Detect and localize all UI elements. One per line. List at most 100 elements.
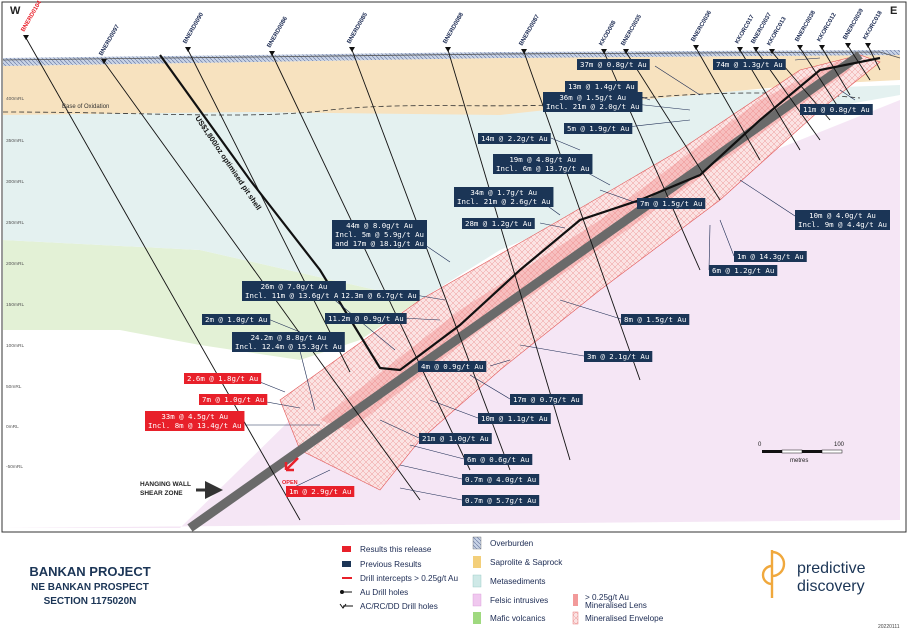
intercept-text: Incl. 11m @ 13.6g/t Au	[245, 291, 343, 300]
intercept-text: 0.7m @ 5.7g/t Au	[465, 496, 536, 505]
legend-saprolite-swatch	[473, 556, 481, 568]
intercept-text: and 17m @ 18.1g/t Au	[335, 239, 424, 248]
legend: Results this release Previous Results Dr…	[339, 536, 664, 625]
base-of-oxidation-line	[2, 92, 861, 116]
shear-zone-label-2: SHEAR ZONE	[140, 490, 183, 497]
west-label: W	[10, 5, 21, 17]
intercept-text: Incl. 8m @ 13.4g/t Au	[148, 421, 241, 430]
intercept-label: 1m @ 2.9g/t Au	[286, 486, 355, 497]
leader-line	[599, 189, 638, 204]
intercept-label: 8m @ 1.5g/t Au	[621, 314, 690, 325]
legend-ac-rc-dd-holes: AC/RC/DD Drill holes	[360, 602, 438, 611]
legend-au-hole-icon	[340, 590, 352, 594]
legend-previous-results: Previous Results	[360, 560, 421, 569]
elevation-label: 250mRL	[6, 220, 24, 226]
leader-line	[424, 244, 451, 263]
intercept-text: 36m @ 1.5g/t Au	[559, 93, 626, 102]
company-logo: predictive discovery	[761, 550, 866, 598]
drill-hole-trace	[799, 47, 841, 111]
collar-icon	[101, 59, 107, 64]
elevation-label: 100mRL	[6, 343, 24, 349]
elevation-label: -50mRL	[6, 464, 23, 470]
drill-hole-trace	[187, 49, 351, 373]
intercept-text: 11.2m @ 0.9g/t Au	[328, 314, 404, 323]
legend-drill-intercepts: Drill intercepts > 0.25g/t Au	[360, 574, 459, 583]
intercept-label: 3m @ 2.1g/t Au	[584, 351, 653, 362]
drill-hole-trace	[625, 51, 721, 201]
intercept-text: 34m @ 1.7g/t Au	[470, 188, 537, 197]
drill-hole-trace	[447, 49, 571, 461]
intercept-label: 7m @ 1.0g/t Au	[199, 394, 268, 405]
intercept-text: 12.3m @ 6.7g/t Au	[341, 291, 417, 300]
intercept-text: 10m @ 4.0g/t Au	[809, 211, 876, 220]
intercept-text: 3m @ 2.1g/t Au	[587, 352, 649, 361]
intercept-label: 17m @ 0.7g/t Au	[510, 394, 583, 405]
intercept-label: 74m @ 1.3g/t Au	[713, 59, 786, 70]
intercept-label: 2m @ 1.0g/t Au	[202, 314, 271, 325]
drill-hole-trace	[25, 37, 301, 521]
saprolite-zone	[3, 55, 900, 115]
leader-line	[429, 399, 479, 419]
legend-lens-line-1: > 0.25g/t Au	[585, 593, 629, 602]
intercept-label: 7m @ 1.5g/t Au	[637, 198, 706, 209]
title-line-1: BANKAN PROJECT	[29, 564, 150, 579]
intercept-label: 0.7m @ 5.7g/t Au	[462, 495, 540, 506]
intercept-text: 5m @ 1.9g/t Au	[567, 124, 629, 133]
date-code: 20220111	[878, 624, 900, 630]
intercept-text: 10m @ 1.1g/t Au	[481, 414, 548, 423]
legend-mafic: Mafic volcanics	[490, 614, 546, 623]
collar-icon	[865, 43, 871, 48]
intercept-text: 74m @ 1.3g/t Au	[716, 60, 783, 69]
title-line-3: SECTION 1175020N	[44, 596, 137, 607]
intercept-text: Incl. 21m @ 2.0g/t Au	[546, 102, 639, 111]
intercept-text: Incl. 5m @ 5.9g/t Au	[335, 230, 424, 239]
intercept-text: Incl. 9m @ 4.4g/t Au	[798, 220, 887, 229]
intercept-label: 28m @ 1.2g/t Au	[462, 218, 535, 229]
collar-icon	[737, 47, 743, 52]
shear-zone-band	[187, 51, 863, 532]
legend-overburden-swatch	[472, 536, 482, 550]
collar-icon	[445, 47, 451, 52]
leader-line	[708, 224, 711, 271]
leader-line	[469, 374, 511, 400]
logo-text-line-1: predictive	[797, 560, 866, 577]
intercept-text: Incl. 12.4m @ 15.3g/t Au	[235, 342, 342, 351]
intercept-text: 2m @ 1.0g/t Au	[205, 315, 267, 324]
leader-line	[719, 219, 735, 257]
intercept-label: 37m @ 0.8g/t Au	[577, 59, 650, 70]
collar-icon	[349, 47, 355, 52]
legend-lens-swatch	[573, 594, 578, 606]
leader-line	[739, 179, 796, 217]
leader-line	[559, 299, 622, 320]
collar-icon	[185, 47, 191, 52]
map-frame	[1, 1, 907, 533]
legend-envelope: Mineralised Envelope	[585, 614, 664, 623]
intercept-text: Incl. 6m @ 13.7g/t Au	[496, 164, 589, 173]
intercept-label: 12.3m @ 6.7g/t Au	[338, 290, 420, 301]
elevation-label: 0mRL	[6, 424, 19, 430]
intercept-label: 0.7m @ 4.0g/t Au	[462, 474, 540, 485]
intercept-text: 19m @ 4.8g/t Au	[509, 155, 576, 164]
shear-zone-label-1: HANGING WALL	[140, 481, 191, 488]
intercept-label: 2.6m @ 1.8g/t Au	[184, 373, 262, 384]
intercept-text: Incl. 21m @ 2.6g/t Au	[457, 197, 550, 206]
pit-shell-line	[159, 54, 881, 372]
leader-line	[399, 464, 463, 480]
drill-hole-trace	[821, 47, 851, 96]
leader-line	[539, 222, 566, 229]
intercept-text: 0.7m @ 4.0g/t Au	[465, 475, 536, 484]
intercept-text: 37m @ 0.8g/t Au	[580, 60, 647, 69]
intercept-label: 1m @ 14.3g/t Au	[734, 251, 807, 262]
intercept-text: 14m @ 2.2g/t Au	[481, 134, 548, 143]
east-label: E	[890, 5, 897, 17]
intercept-text: 4m @ 0.9g/t Au	[421, 362, 483, 371]
legend-ac-hole-icon	[339, 603, 353, 609]
intercept-text: 28m @ 1.2g/t Au	[465, 219, 532, 228]
collar-icon	[601, 49, 607, 54]
intercept-text: 7m @ 1.5g/t Au	[640, 199, 702, 208]
